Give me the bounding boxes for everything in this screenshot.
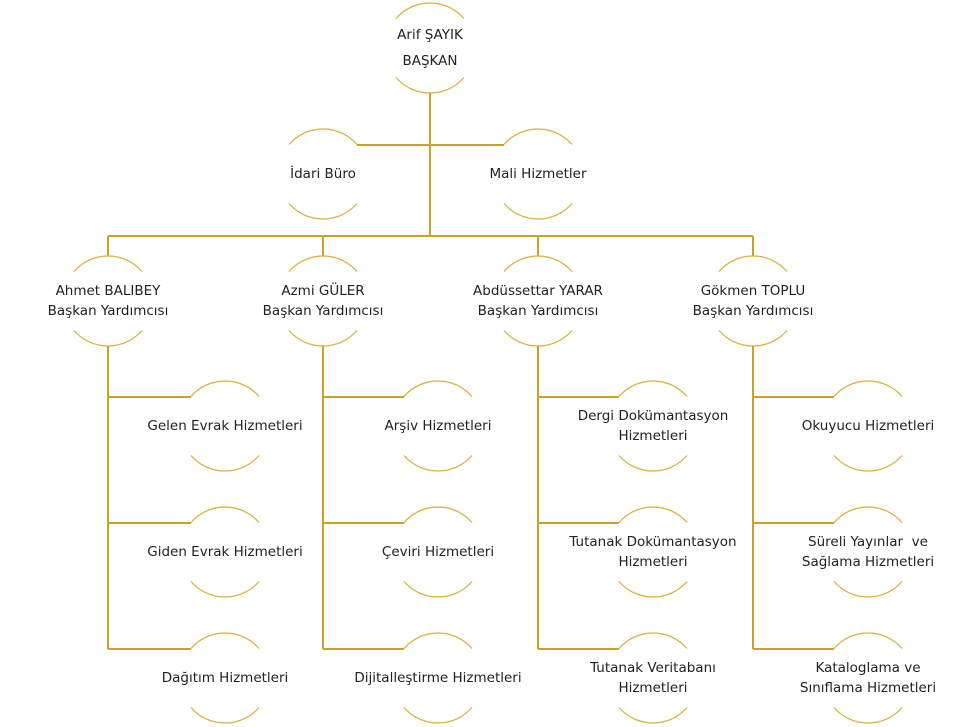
unit-label: Arşiv Hizmetleri [384,418,492,434]
node-bottom-arc [503,203,573,220]
node-top-arc [618,380,688,397]
node-top-arc [618,506,688,523]
unit-label: Okuyucu Hizmetleri [801,418,935,434]
node-top-arc [403,632,473,649]
president-name: Arif ŞAYIK [397,27,463,43]
unit-label: Sınıflama Hizmetleri [799,680,937,696]
unit-label: Giden Evrak Hizmetleri [147,544,303,560]
node-unit: Giden Evrak Hizmetleri [130,542,320,562]
deputy-title: Başkan Yardımcısı [262,303,384,319]
deputy-name: Ahmet BALIBEY [55,283,161,299]
node-bottom-arc [618,581,688,598]
node-bottom-arc [190,581,260,598]
node-top-arc [288,128,358,145]
node-unit: Dijitalleştirme Hizmetleri [343,668,533,688]
unit-label: Sağlama Hizmetleri [801,554,935,570]
node-top-arc [73,255,143,272]
node-bottom-arc [833,707,903,724]
node-bottom-arc [190,455,260,472]
unit-label: Hizmetleri [618,428,688,444]
node-unit: Gelen Evrak Hizmetleri [130,416,320,436]
node-top-arc [288,255,358,272]
node-bottom-arc [288,330,358,347]
node-unit: Kataloglama ve Sınıflama Hizmetleri [773,658,963,698]
node-top-arc [833,380,903,397]
node-unit: Arşiv Hizmetleri [343,416,533,436]
node-bottom-arc [403,581,473,598]
node-deputy: Abdüssettar YARAR Başkan Yardımcısı [443,281,633,321]
node-unit: Dağıtım Hizmetleri [130,668,320,688]
node-top-arc [833,632,903,649]
node-idari-buro: İdari Büro [228,164,418,184]
node-top-arc [503,128,573,145]
unit-label: Çeviri Hizmetleri [381,544,495,560]
node-bottom-arc [618,707,688,724]
unit-label: Hizmetleri [618,680,688,696]
deputy-name: Gökmen TOPLU [700,283,806,299]
node-top-arc [395,2,465,19]
deputy-name: Abdüssettar YARAR [473,283,603,299]
node-bottom-arc [833,581,903,598]
node-deputy: Azmi GÜLER Başkan Yardımcısı [228,281,418,321]
node-bottom-arc [718,330,788,347]
unit-label: Dergi Dokümantasyon [577,408,729,424]
node-unit: Okuyucu Hizmetleri [773,416,963,436]
node-top-arc [403,506,473,523]
unit-label: Tutanak Dokümantasyon [569,534,737,550]
node-bottom-arc [833,455,903,472]
node-bottom-arc [190,707,260,724]
unit-label: Gelen Evrak Hizmetleri [147,418,303,434]
deputy-name: Azmi GÜLER [281,283,365,299]
node-top-arc [618,632,688,649]
unit-label: Dijitalleştirme Hizmetleri [354,670,522,686]
node-top-arc [503,255,573,272]
deputy-title: Başkan Yardımcısı [692,303,814,319]
node-top-arc [833,506,903,523]
node-bottom-arc [503,330,573,347]
node-top-arc [190,506,260,523]
unit-label: Süreli Yayınlar ve [808,534,928,550]
node-bottom-arc [73,330,143,347]
node-deputy: Ahmet BALIBEY Başkan Yardımcısı [13,281,203,321]
deputy-title: Başkan Yardımcısı [47,303,169,319]
unit-label: Tutanak Veritabanı [590,660,716,676]
node-top-arc [190,380,260,397]
staff-label: İdari Büro [290,166,356,182]
unit-label: Dağıtım Hizmetleri [161,670,289,686]
deputy-title: Başkan Yardımcısı [477,303,599,319]
unit-label: Hizmetleri [618,554,688,570]
node-bottom-arc [403,707,473,724]
node-unit: Süreli Yayınlar ve Sağlama Hizmetleri [773,532,963,572]
node-top-arc [190,632,260,649]
node-bottom-arc [288,203,358,220]
node-unit: Çeviri Hizmetleri [343,542,533,562]
node-bottom-arc [403,455,473,472]
node-bottom-arc [618,455,688,472]
node-deputy: Gökmen TOPLU Başkan Yardımcısı [658,281,848,321]
unit-label: Kataloglama ve [815,660,921,676]
node-president: Arif ŞAYIK BAŞKAN [335,22,525,74]
node-mali-hizmetler: Mali Hizmetler [443,164,633,184]
node-top-arc [403,380,473,397]
node-top-arc [718,255,788,272]
node-bottom-arc [395,77,465,94]
staff-label: Mali Hizmetler [489,166,587,182]
president-title: BAŞKAN [402,53,458,69]
